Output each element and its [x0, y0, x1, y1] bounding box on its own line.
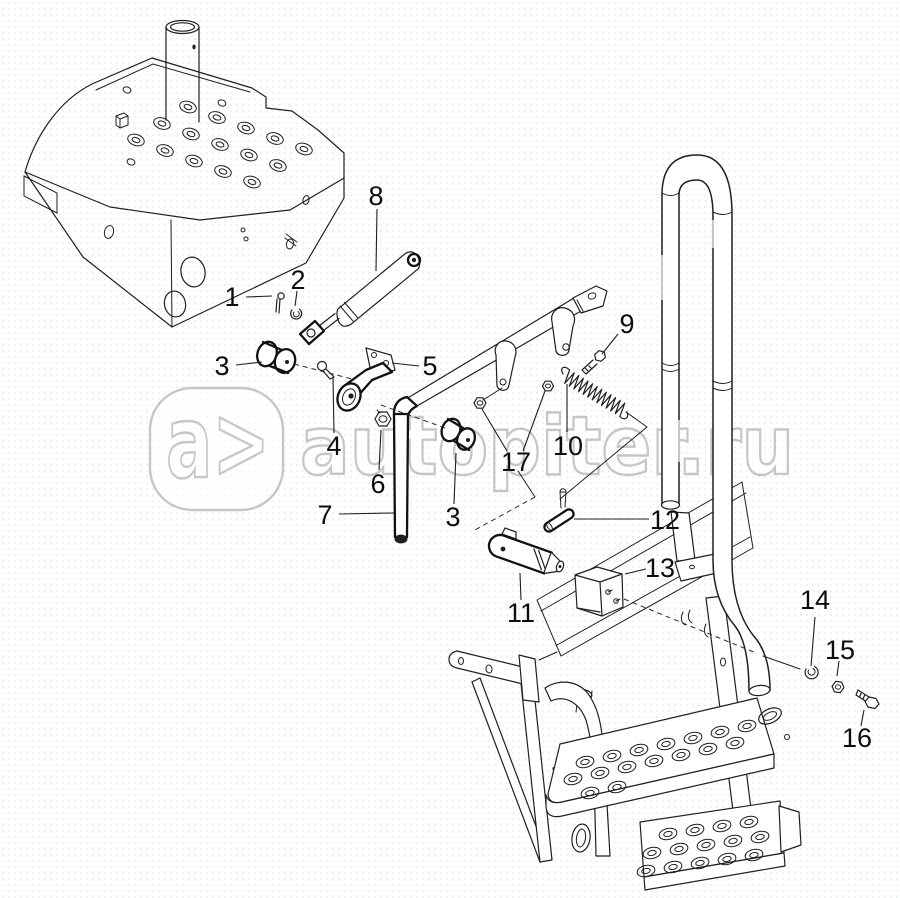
leader-line-3 — [453, 452, 457, 505]
stop-block-part-13 — [574, 566, 624, 617]
hanger-strap — [551, 307, 576, 356]
leader-line-5 — [391, 362, 420, 367]
leader-line-9 — [601, 333, 619, 355]
bolt-part-1 — [275, 292, 285, 314]
part-label-8: 8 — [368, 181, 383, 211]
part-label-1: 1 — [224, 282, 239, 312]
roll-pin-part-12 — [543, 488, 575, 533]
bushing-part-3b — [440, 417, 477, 452]
upper-step-tread — [545, 697, 775, 818]
part-label-11: 11 — [507, 598, 535, 628]
nut-part-15 — [831, 680, 845, 694]
watermark-logo-box — [148, 386, 285, 512]
clamp-bracket-part-5 — [336, 347, 396, 412]
lever-vertical-tube — [392, 412, 410, 539]
bushing-part-3a — [256, 340, 297, 375]
lock-washer-part-2 — [290, 308, 303, 320]
watermark: a> autopiter.ru — [148, 383, 795, 512]
leader-line-17 — [522, 390, 546, 452]
part-label-5: 5 — [422, 351, 437, 381]
platform-post — [165, 19, 200, 123]
flange-nut-part-6 — [374, 409, 392, 427]
leader-line-17 — [481, 408, 508, 452]
leader-line-14 — [810, 616, 816, 667]
watermark-logo-text: a> — [166, 384, 270, 501]
lower-step-tread — [635, 800, 802, 891]
leader-line-16 — [860, 709, 865, 727]
leader-line-4 — [332, 376, 335, 434]
pin-part-4 — [316, 360, 335, 380]
part-label-7: 7 — [317, 500, 332, 530]
part-label-12: 12 — [650, 505, 680, 535]
leader-line-7 — [338, 512, 395, 515]
leader-line-1 — [245, 295, 273, 298]
part-label-17: 17 — [501, 447, 531, 477]
ladder-back-panel — [536, 481, 754, 657]
latch-cylinder-part-11 — [487, 527, 565, 575]
part-label-14: 14 — [800, 585, 830, 615]
step-platform-assembly — [23, 19, 345, 328]
ladder-assembly — [448, 154, 802, 891]
part-label-16: 16 — [842, 723, 872, 753]
leader-line-11 — [519, 572, 522, 601]
leader-line-6 — [378, 429, 382, 471]
hanger-strap — [494, 340, 517, 391]
hex-bolt-part-9 — [581, 350, 606, 375]
assembly-lines — [293, 363, 801, 670]
part-label-2: 2 — [290, 265, 305, 295]
platform-tread-bumps — [125, 98, 315, 191]
leader-line-2 — [294, 290, 298, 307]
hex-bolt-part-16 — [855, 689, 880, 710]
handrail — [660, 154, 771, 697]
leader-line-8 — [375, 208, 378, 272]
part-label-13: 13 — [645, 553, 675, 583]
lever-crossbar-part-7 — [392, 285, 608, 544]
tread-ring — [758, 707, 782, 725]
part-label-4: 4 — [326, 431, 341, 461]
part-label-3: 3 — [214, 351, 229, 381]
part-label-10: 10 — [553, 431, 583, 461]
part-label-6: 6 — [370, 469, 385, 499]
part-label-9: 9 — [619, 309, 634, 339]
part-label-3: 3 — [445, 502, 460, 532]
gas-spring-part-8 — [298, 251, 422, 346]
lock-washer-part-14 — [804, 665, 819, 680]
part-label-15: 15 — [825, 635, 855, 665]
leader-line-3 — [235, 361, 263, 366]
ladder-left-arm — [448, 650, 558, 703]
leader-line-13 — [624, 568, 647, 575]
leader-line-15 — [836, 660, 840, 677]
